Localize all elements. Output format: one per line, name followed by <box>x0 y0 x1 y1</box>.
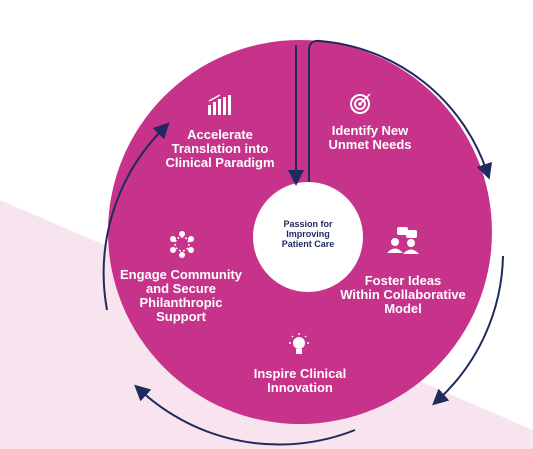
center-circle <box>253 182 363 292</box>
step-label-engage: Engage Community and Secure Philanthropi… <box>119 267 243 324</box>
arrow-left-to-top <box>102 122 170 311</box>
center-label: Passion for Improving Patient Care <box>281 219 335 249</box>
network-icon <box>170 231 194 258</box>
arrow-right-to-bottom <box>432 255 504 406</box>
arrow-bottom-to-left <box>134 384 356 446</box>
step-label-foster: Foster Ideas Within Collaborative Model <box>340 273 466 316</box>
arrow-top-to-right <box>308 39 493 182</box>
target-icon <box>350 93 371 114</box>
lightbulb-icon <box>289 333 309 354</box>
people-chat-icon <box>387 227 419 254</box>
step-label-identify: Identify New Unmet Needs <box>328 123 412 152</box>
step-label-accelerate: Accelerate Translation into Clinical Par… <box>165 127 275 170</box>
step-label-inspire: Inspire Clinical Innovation <box>253 366 347 395</box>
growth-chart-icon <box>208 94 231 115</box>
